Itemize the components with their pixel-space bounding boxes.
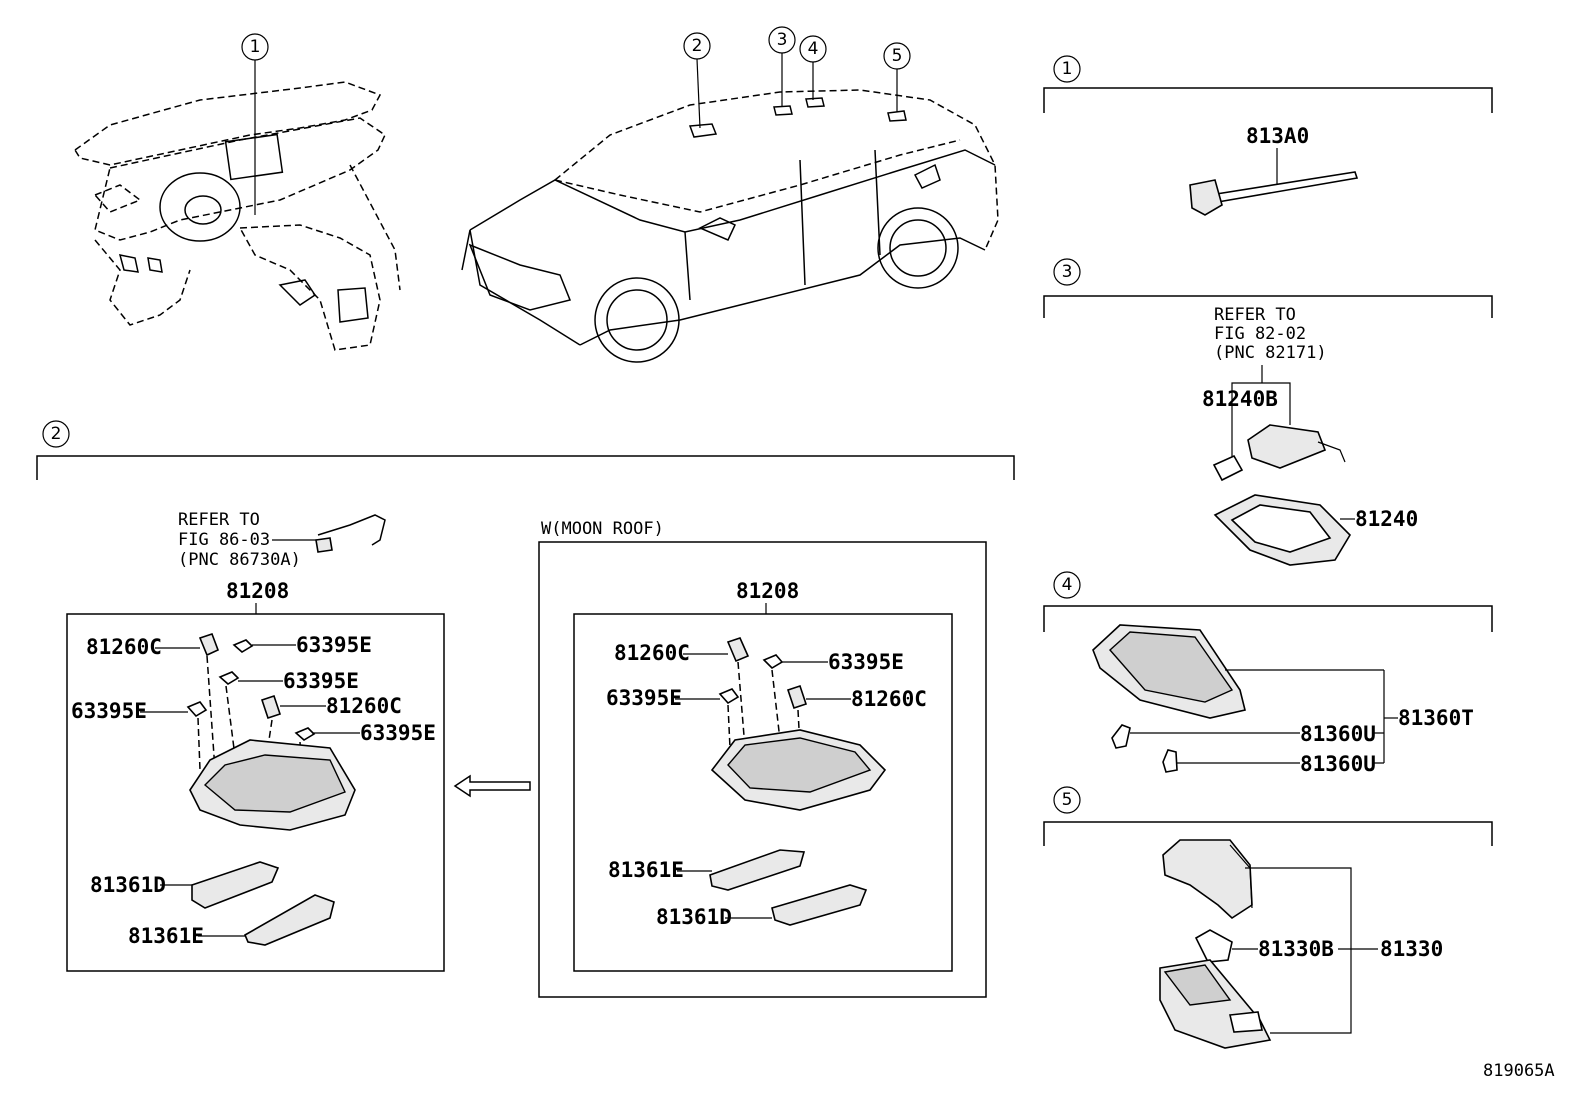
refer-line-2: FIG 82-02 bbox=[1214, 324, 1306, 344]
car-illustration: 2 3 4 5 bbox=[461, 26, 999, 363]
box-left bbox=[66, 613, 445, 972]
section-3: 3 REFER TO FIG 82-02 (PNC 82171) 81240B … bbox=[1043, 258, 1493, 566]
label-81260C-left-b: 81260C bbox=[326, 694, 402, 718]
label-81208-right: 81208 bbox=[736, 579, 799, 603]
section-5: 5 81330B 81330 bbox=[1043, 786, 1493, 1049]
refer-line-3: (PNC 82171) bbox=[1214, 343, 1327, 363]
callout-1-section: 1 bbox=[1062, 59, 1073, 79]
label-63395E-left-a: 63395E bbox=[296, 633, 372, 657]
label-81330B: 81330B bbox=[1258, 937, 1334, 961]
dashboard-illustration: 1 bbox=[73, 33, 401, 351]
callout-4-section: 4 bbox=[1062, 575, 1073, 595]
label-63395E-right-a: 63395E bbox=[828, 650, 904, 674]
label-81260C-right-b: 81260C bbox=[851, 687, 927, 711]
diagram-code: 819065A bbox=[1483, 1061, 1555, 1081]
callout-1-dashboard: 1 bbox=[250, 37, 261, 57]
section-4: 4 81360U 81360U 81360T bbox=[1043, 571, 1493, 776]
label-81260C-left-a: 81260C bbox=[86, 635, 162, 659]
label-81361D-left: 81361D bbox=[90, 873, 166, 897]
label-81361E-left: 81361E bbox=[128, 924, 204, 948]
label-81361D-right: 81361D bbox=[656, 905, 732, 929]
refer-line-1-s2: REFER TO bbox=[178, 510, 260, 530]
callout-5-car: 5 bbox=[892, 46, 903, 66]
label-81240: 81240 bbox=[1355, 507, 1418, 531]
callout-3-section: 3 bbox=[1062, 262, 1073, 282]
label-63395E-left-d: 63395E bbox=[360, 721, 436, 745]
label-63395E-left-c: 63395E bbox=[71, 699, 147, 723]
box-moon-roof bbox=[538, 541, 987, 998]
refer-line-2-s2: FIG 86-03 bbox=[178, 530, 270, 550]
label-81260C-right-a: 81260C bbox=[614, 641, 690, 665]
callout-5-section: 5 bbox=[1062, 790, 1073, 810]
label-63395E-left-b: 63395E bbox=[283, 669, 359, 693]
refer-line-3-s2: (PNC 86730A) bbox=[178, 550, 301, 570]
label-81361E-right: 81361E bbox=[608, 858, 684, 882]
label-81360T: 81360T bbox=[1398, 706, 1474, 730]
callout-2-car: 2 bbox=[692, 36, 703, 56]
label-63395E-right-b: 63395E bbox=[606, 686, 682, 710]
arrow-left-icon bbox=[453, 774, 531, 798]
label-81240B: 81240B bbox=[1202, 387, 1278, 411]
refer-line-1: REFER TO bbox=[1214, 305, 1296, 325]
callout-2-section: 2 bbox=[51, 424, 62, 444]
box-right-inner bbox=[573, 613, 953, 972]
label-813A0: 813A0 bbox=[1246, 124, 1309, 148]
callout-3-car: 3 bbox=[777, 30, 788, 50]
label-moon-roof: W(MOON ROOF) bbox=[541, 519, 664, 539]
section-1: 1 813A0 bbox=[1043, 55, 1493, 216]
label-81360U-b: 81360U bbox=[1300, 752, 1376, 776]
label-81360U-a: 81360U bbox=[1300, 722, 1376, 746]
label-81330: 81330 bbox=[1380, 937, 1443, 961]
label-81208-left: 81208 bbox=[226, 579, 289, 603]
callout-4-car: 4 bbox=[808, 39, 819, 59]
section-2: 2 REFER TO FIG 86-03 (PNC 86730A) 81208 … bbox=[36, 420, 1015, 998]
